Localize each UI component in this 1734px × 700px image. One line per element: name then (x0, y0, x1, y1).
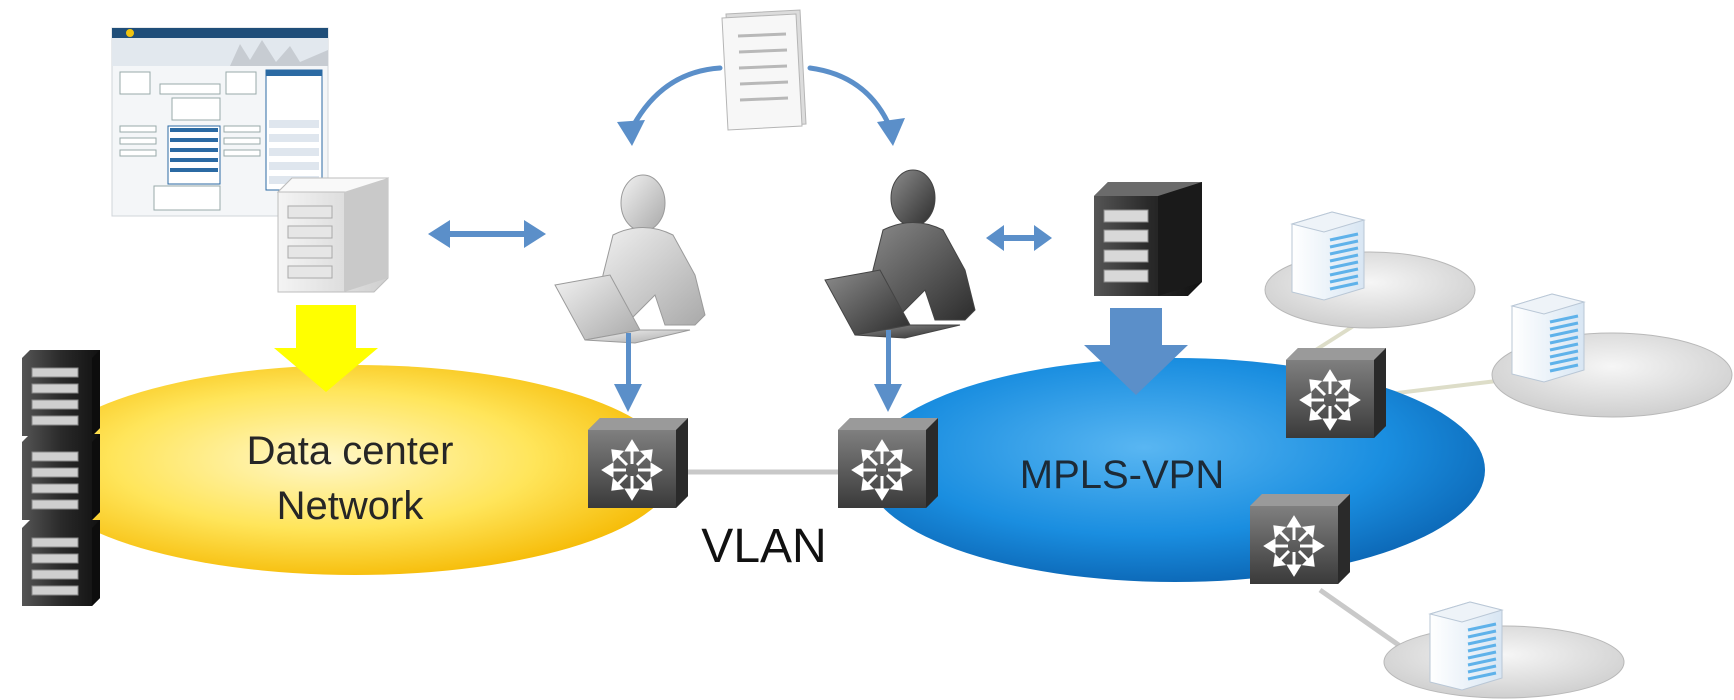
datacenter-label-line2: Network (277, 484, 425, 528)
yellow-down-arrow (274, 305, 378, 392)
server-tower-icon (276, 177, 390, 293)
server-tower-icon (1094, 182, 1202, 296)
operator-down-arrows (614, 330, 902, 412)
user-at-laptop-icon (554, 174, 706, 344)
datacenter-network (35, 365, 675, 575)
router-icon (586, 416, 690, 510)
double-arrow-right (986, 225, 1052, 251)
router-icon (836, 416, 940, 510)
vlan-label: VLAN (701, 520, 826, 573)
document-exchange-arrowheads (617, 118, 905, 146)
document-icon (721, 9, 807, 131)
double-arrow-left (428, 220, 546, 248)
building-icon (1428, 600, 1504, 692)
building-icon (1290, 210, 1366, 302)
building-icon (1510, 292, 1586, 384)
router-icon (1284, 346, 1388, 440)
router-icon (1248, 492, 1352, 586)
mpls-vpn-label: MPLS-VPN (1020, 453, 1225, 497)
server-rack-icon (21, 349, 101, 607)
blue-down-arrow (1084, 308, 1188, 395)
user-at-laptop-icon (824, 169, 976, 339)
datacenter-label-line1: Data center (247, 429, 454, 473)
site-disc (1383, 625, 1625, 699)
